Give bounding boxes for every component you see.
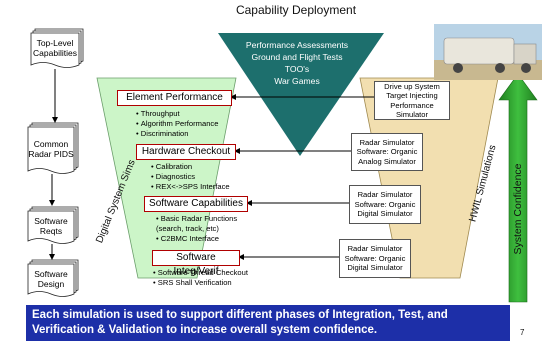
phase-software-integ-verif-bullets: Software Thread Checkout SRS Shall Verif… bbox=[143, 268, 293, 288]
field-photo-shapes bbox=[434, 24, 542, 80]
triangle-line-2: Ground and Flight Tests bbox=[251, 52, 343, 62]
bullet: REX<->SPS Interface bbox=[151, 182, 281, 192]
bullet: Basic Radar Functions (search, track, et… bbox=[156, 214, 242, 234]
phase-hardware-checkout: Hardware Checkout bbox=[136, 144, 236, 160]
confidence-arrow bbox=[498, 73, 538, 303]
system-confidence-label: System Confidence bbox=[512, 163, 524, 255]
phase-element-performance: Element Performance bbox=[117, 90, 232, 106]
triangle-line-3: TOO's bbox=[284, 64, 310, 74]
doc-common-radar-pids: Common Radar PIDS bbox=[28, 139, 74, 159]
page-title: Capability Deployment bbox=[235, 3, 357, 17]
bullet: SRS Shall Verification bbox=[153, 278, 293, 288]
summary-banner: Each simulation is used to support diffe… bbox=[26, 305, 510, 341]
doc-stack-shapes bbox=[27, 28, 84, 297]
triangle-line-4: War Games bbox=[274, 76, 320, 86]
assessment-triangle-text: Performance Assessments Ground and Fligh… bbox=[232, 39, 362, 87]
phase-software-integ-verif: Software Integ/Verif bbox=[152, 250, 240, 277]
triangle-line-1: Performance Assessments bbox=[245, 40, 349, 50]
phase-hardware-checkout-bullets: Calibration Diagnostics REX<->SPS Interf… bbox=[141, 162, 281, 192]
simulator-arrows bbox=[230, 94, 374, 260]
bullet: Algorithm Performance bbox=[136, 119, 266, 129]
phase-element-performance-bullets: Throughput Algorithm Performance Discrim… bbox=[126, 109, 266, 139]
bullet: Software Thread Checkout bbox=[153, 268, 293, 278]
simulator-target-injecting: Drive up System Target Injecting Perform… bbox=[374, 81, 450, 120]
doc-top-level-capabilities: Top-Level Capabilities bbox=[33, 38, 77, 58]
doc-software-reqts: Software Reqts bbox=[34, 216, 68, 236]
assessment-triangle bbox=[218, 33, 384, 156]
bullet: Calibration bbox=[151, 162, 281, 172]
bullet: Discrimination bbox=[136, 129, 266, 139]
bullet: Diagnostics bbox=[151, 172, 281, 182]
phase-software-capabilities: Software Capabilities bbox=[144, 196, 248, 212]
doc-flow-arrows bbox=[49, 69, 58, 260]
simulator-organic-digital-1: Radar Simulator Software: Organic Digita… bbox=[349, 185, 421, 224]
bullet: C2BMC Interface bbox=[156, 234, 242, 244]
doc-software-design: Software Design bbox=[34, 269, 68, 289]
simulator-organic-analog: Radar Simulator Software: Organic Analog… bbox=[351, 133, 423, 171]
bullet: Throughput bbox=[136, 109, 266, 119]
field-radar-photo bbox=[434, 24, 542, 80]
phase-software-capabilities-bullets: Basic Radar Functions (search, track, et… bbox=[146, 214, 242, 244]
simulator-organic-digital-2: Radar Simulator Software: Organic Digita… bbox=[339, 239, 411, 278]
page-number: 7 bbox=[520, 328, 525, 337]
